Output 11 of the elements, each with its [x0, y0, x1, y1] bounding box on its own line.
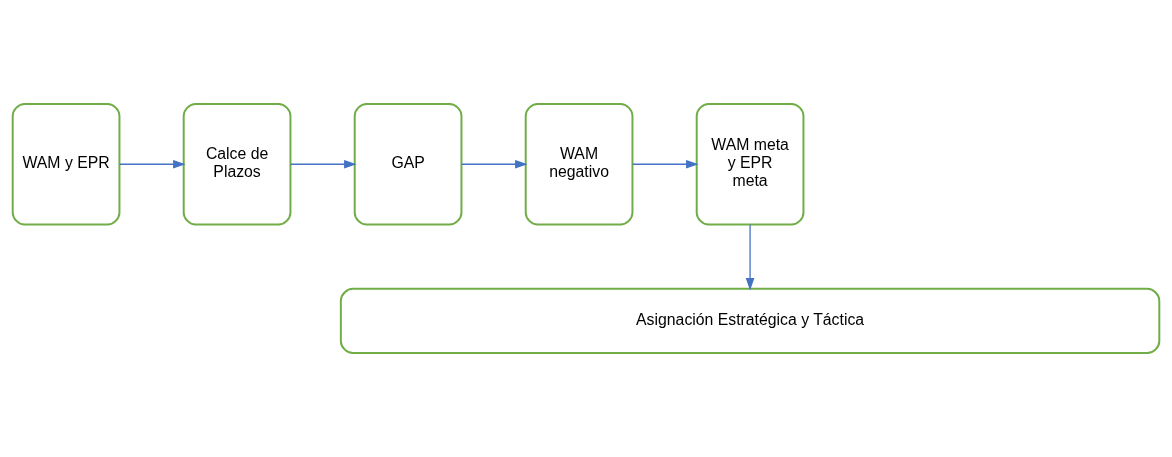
arrow	[461, 159, 528, 169]
node-box: WAM negativo	[524, 102, 634, 226]
arrow	[745, 224, 755, 291]
node-box: WAM meta y EPR meta	[695, 102, 805, 226]
arrow	[632, 159, 699, 169]
node-box: WAM y EPR	[11, 102, 121, 226]
arrow	[290, 159, 357, 169]
node-box: Asignación Estratégica y Táctica	[339, 287, 1161, 355]
arrow	[119, 159, 186, 169]
node-box: Calce de Plazos	[182, 102, 292, 226]
node-box: GAP	[353, 102, 463, 226]
